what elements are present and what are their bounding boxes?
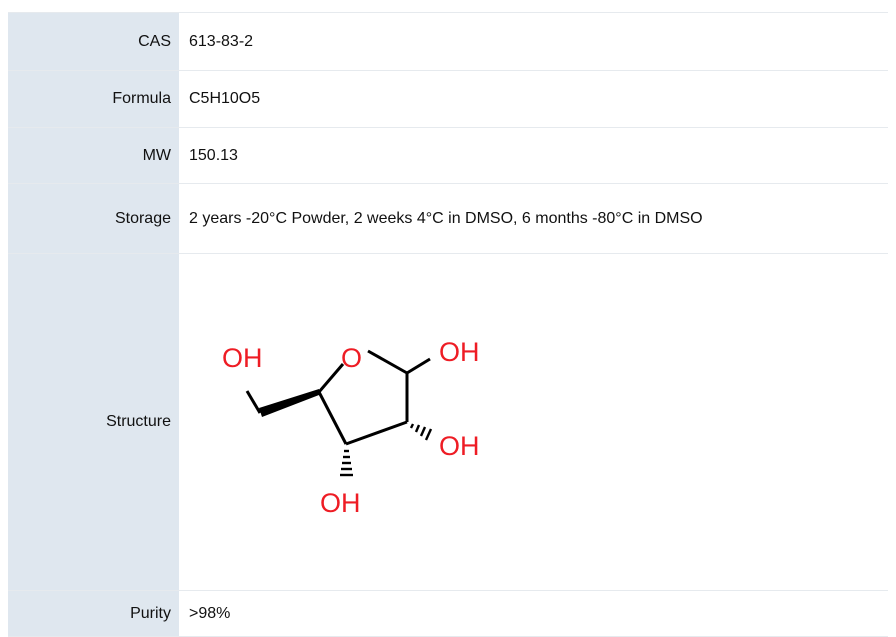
row-formula: Formula C5H10O5 [8, 71, 888, 128]
formula-value: C5H10O5 [189, 90, 261, 107]
bond-c4-ring-o [317, 363, 345, 393]
structure-label: Structure [8, 254, 187, 590]
atom-oh-left: OH [222, 343, 263, 373]
product-info-table: CAS 613-83-2 Formula C5H10O5 MW 150.13 S… [8, 12, 888, 637]
chemical-structure-image: OH O OH OH OH [222, 337, 480, 518]
row-structure: Structure [8, 254, 888, 591]
wedge-bond-c4-ch2 [259, 389, 319, 417]
atom-oh-bottom: OH [320, 488, 361, 518]
storage-label: Storage [8, 184, 187, 253]
purity-label: Purity [8, 591, 187, 636]
cas-label: CAS [8, 13, 187, 70]
atom-ring-o: O [341, 343, 362, 373]
bond-ch2-oh-left [245, 390, 262, 414]
cas-value: 613-83-2 [189, 32, 254, 50]
bond-c2-c3 [345, 420, 408, 446]
bond-c3-c4 [317, 391, 348, 445]
purity-value: >98% [189, 604, 231, 622]
atom-oh-right: OH [439, 431, 480, 461]
mw-value: 150.13 [189, 146, 238, 164]
hash-bond-c2-oh [409, 423, 433, 441]
formula-label: Formula [8, 71, 187, 127]
bond-ring-o-c1 [367, 349, 408, 375]
storage-value: 2 years -20°C Powder, 2 weeks 4°C in DMS… [189, 209, 703, 227]
mw-label: MW [8, 128, 187, 183]
structure-cell: OH O OH OH OH [187, 254, 888, 590]
row-mw: MW 150.13 [8, 128, 888, 184]
bond-c1-oh-top [406, 357, 431, 375]
hash-bond-c3-oh [340, 449, 353, 477]
row-cas: CAS 613-83-2 [8, 13, 888, 71]
row-purity: Purity >98% [8, 591, 888, 637]
atom-oh-top: OH [439, 337, 480, 367]
row-storage: Storage 2 years -20°C Powder, 2 weeks 4°… [8, 184, 888, 254]
